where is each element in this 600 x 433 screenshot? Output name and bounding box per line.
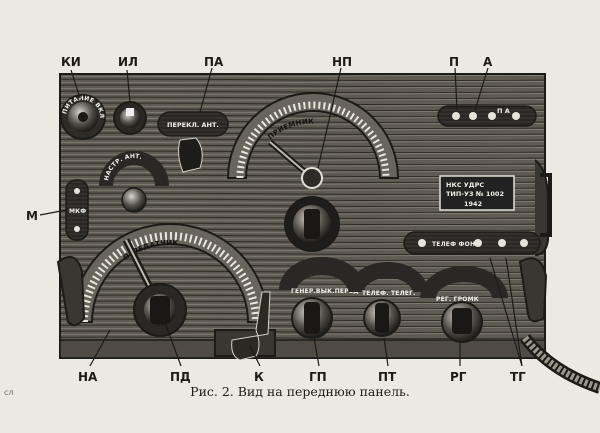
- callout-labels: КИ ИЛ ПА НП П А М НА ПД К ГП ПТ РГ ТГ: [26, 55, 526, 384]
- label-p: П: [449, 55, 459, 69]
- plate-line-1: НКС УДРС: [446, 181, 484, 189]
- label-np: НП: [332, 55, 352, 69]
- headphone-jacks-tg[interactable]: ТЕЛЕФ ФОН: [403, 231, 541, 255]
- label-gp: ГП: [309, 370, 327, 384]
- right-handle[interactable]: [518, 257, 548, 323]
- telegraph-key-k[interactable]: [214, 291, 276, 361]
- phone-jack-label: ТЕЛЕФ ФОН: [432, 241, 475, 248]
- perekl-ant-label: ПЕРЕКЛ. АНТ.: [167, 121, 219, 129]
- label-a: А: [483, 55, 493, 69]
- label-pt: ПТ: [378, 370, 397, 384]
- mkf-label: МКФ: [69, 208, 86, 215]
- figure-caption: Рис. 2. Вид на переднюю панель.: [190, 384, 410, 399]
- name-plate: НКС УДРС ТИП-У3 № 1002 1942: [439, 175, 515, 211]
- label-pd: ПД: [170, 370, 191, 384]
- transmitter-tuning-knob[interactable]: [133, 283, 187, 337]
- plate-line-2: ТИП-У3 № 1002: [446, 190, 504, 198]
- label-il: ИЛ: [118, 55, 138, 69]
- power-cable: [520, 334, 600, 394]
- volume-control-rg[interactable]: РЕГ. ГРОМК: [420, 266, 508, 343]
- margin-note: сл: [4, 388, 14, 397]
- power-switch-ki[interactable]: ПИТАНИЕ ВКЛ: [60, 94, 106, 140]
- plate-line-3: 1942: [464, 200, 482, 208]
- label-tg: ТГ: [510, 370, 526, 384]
- rg-dial-label: РЕГ. ГРОМК: [436, 296, 479, 303]
- label-m: М: [26, 209, 38, 223]
- indicator-lamp-il: [113, 101, 147, 135]
- label-rg: РГ: [450, 370, 467, 384]
- receiver-tuning-knob[interactable]: [284, 196, 340, 252]
- pt-dial-label: ТЕЛЕФ. ТЕЛЕГ.: [362, 290, 416, 297]
- label-pa: ПА: [204, 55, 224, 69]
- mode-switch-pt[interactable]: ТЕЛЕФ. ТЕЛЕГ.: [348, 262, 428, 337]
- label-na: НА: [78, 370, 98, 384]
- antenna-ground-sockets[interactable]: П А: [437, 105, 537, 127]
- label-ki: КИ: [61, 55, 81, 69]
- pa-sockets-label: П А: [497, 107, 510, 115]
- microphone-jack-mkf[interactable]: МКФ: [65, 179, 89, 241]
- label-k: К: [254, 370, 264, 384]
- antenna-switch-pa[interactable]: ПЕРЕКЛ. АНТ.: [157, 111, 229, 173]
- leader-lines: [39, 67, 523, 367]
- gp-dial-label: ГЕНЕР.ВЫК.ПЕРЕД: [291, 288, 359, 295]
- left-handle[interactable]: [56, 255, 86, 327]
